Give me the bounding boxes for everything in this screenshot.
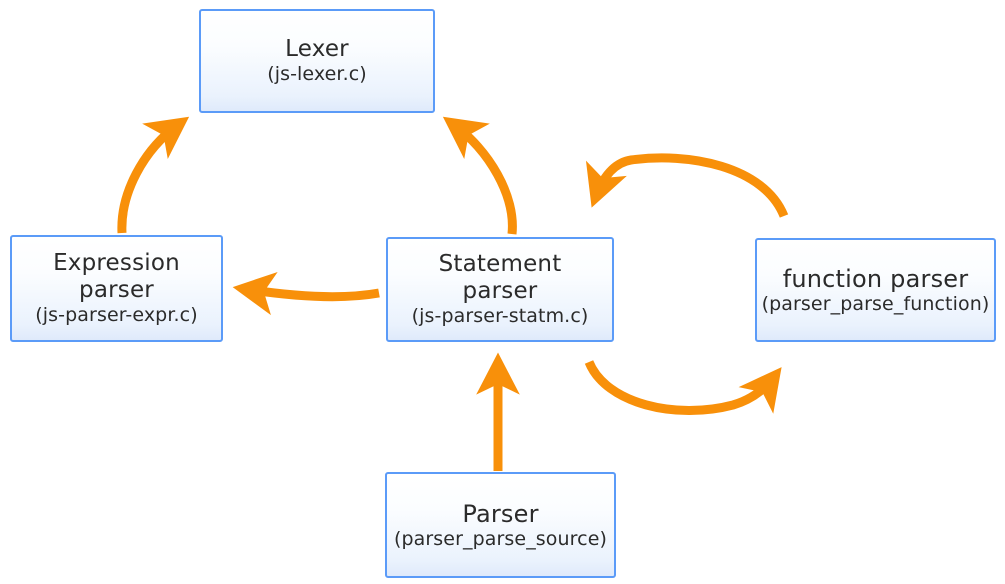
- node-function-parser-subtitle: (parser_parse_function): [761, 292, 990, 315]
- node-parser-title: Parser: [462, 499, 539, 528]
- arrow-statement-to-function: [584, 360, 782, 415]
- node-statement-parser-subtitle: (js-parser-statm.c): [411, 305, 589, 328]
- node-function-parser[interactable]: function parser (parser_parse_function): [755, 238, 996, 342]
- node-statement-parser[interactable]: Statement parser (js-parser-statm.c): [386, 237, 614, 342]
- node-expression-parser-title-line2: parser: [79, 277, 154, 304]
- node-statement-parser-title-line1: Statement: [438, 251, 562, 278]
- node-statement-parser-title-line2: parser: [462, 278, 538, 305]
- node-lexer-subtitle: (js-lexer.c): [267, 63, 367, 86]
- node-expression-parser-title-line1: Expression: [53, 250, 180, 277]
- node-parser-subtitle: (parser_parse_source): [393, 527, 608, 550]
- arrow-statement-to-expression: [232, 271, 380, 316]
- node-lexer-title: Lexer: [285, 36, 349, 63]
- arrow-statement-to-lexer: [442, 116, 517, 235]
- node-lexer[interactable]: Lexer (js-lexer.c): [199, 9, 435, 113]
- node-parser[interactable]: Parser (parser_parse_source): [385, 472, 616, 578]
- arrow-expression-to-lexer: [117, 116, 190, 234]
- arrow-function-to-statement: [585, 153, 789, 218]
- node-expression-parser[interactable]: Expression parser (js-parser-expr.c): [10, 235, 223, 342]
- node-expression-parser-subtitle: (js-parser-expr.c): [35, 304, 198, 327]
- node-function-parser-title: function parser: [782, 264, 969, 293]
